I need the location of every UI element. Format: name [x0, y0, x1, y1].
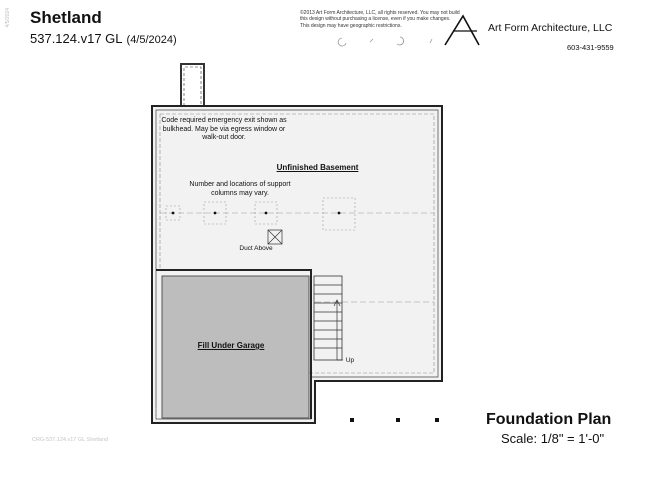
garage-fill-area: [161, 275, 310, 419]
chimney-bump: [180, 63, 205, 106]
plan-code: 537.124.v17 GL(4/5/2024): [30, 31, 177, 46]
plan-name: Foundation Plan: [486, 411, 612, 428]
plan-date: (4/5/2024): [126, 34, 177, 46]
copyright-notice: ©2013 Art Form Architecture, LLC, all ri…: [300, 10, 460, 29]
support-columns-note: Number and locations of support columns …: [189, 181, 291, 197]
foundation-wall-outer: [151, 105, 443, 424]
compass-marks-icon: [337, 36, 433, 47]
scale-marker-dot: [350, 418, 354, 422]
scale-marker-dot: [435, 418, 439, 422]
plan-code-text: 537.124.v17 GL: [30, 31, 123, 46]
basement-label: Unfinished Basement: [276, 163, 359, 172]
plan-title: Shetland: [30, 8, 102, 27]
plan-scale: Scale: 1/8" = 1'-0": [501, 431, 605, 446]
footing-dashed: [160, 113, 435, 374]
art-form-logo-icon: [444, 14, 480, 46]
footer-plan-code: CRG-537.124.v17 GL Shetland: [32, 437, 109, 443]
duct-symbol: [267, 229, 283, 245]
column-footings: [165, 197, 356, 231]
emergency-exit-note: Code required emergency exit shown as bu…: [161, 117, 287, 141]
scale-marker-dot: [396, 418, 400, 422]
stairs: [313, 275, 343, 361]
garage-fill-label: Fill Under Garage: [197, 341, 265, 350]
firm-phone: 603-431-9559: [567, 43, 614, 52]
firm-name: Art Form Architecture, LLC: [488, 22, 613, 34]
column-dots: [171, 211, 341, 215]
stair-up-label: Up: [345, 357, 355, 364]
duct-above-label: Duct Above: [239, 245, 273, 252]
